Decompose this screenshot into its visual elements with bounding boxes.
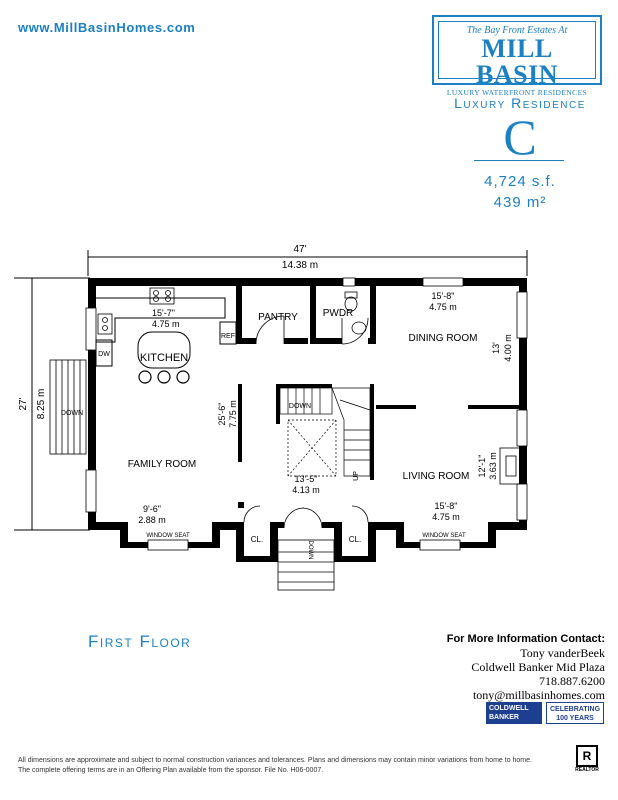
logo-tagline: LUXURY WATERFRONT RESIDENCES — [446, 88, 588, 97]
kitchen-label: KITCHEN — [140, 352, 188, 364]
closet-left-label: CL. — [251, 535, 263, 544]
closet-right-label: CL. — [349, 535, 361, 544]
overall-depth-dimension — [14, 277, 90, 531]
stair-icon — [279, 387, 371, 477]
logo-name: MILL BASIN — [476, 34, 558, 89]
realtor-logo: R REALTOR — [574, 745, 600, 775]
window-seat-right-label: WINDOW SEAT — [422, 533, 466, 539]
pantry-label: PANTRY — [258, 312, 298, 323]
contact-company: Coldwell Banker Mid Plaza — [471, 660, 605, 674]
interior-walls — [236, 286, 520, 480]
side-down-label: DOWN — [61, 410, 83, 417]
area-square-feet: 4,724 s.f. — [484, 173, 556, 190]
closet-door-icons — [243, 505, 369, 523]
contact-phone[interactable]: 718.887.6200 — [539, 674, 605, 688]
refrigerator-label: REF — [221, 333, 235, 340]
powder-door-icon — [341, 317, 369, 345]
residence-divider — [474, 160, 564, 161]
stove-icon — [149, 287, 175, 305]
contact-email[interactable]: tony@millbasinhomes.com — [472, 688, 605, 702]
family-dim-m: 2.88 m — [138, 515, 166, 525]
overall-depth-ft: 27' — [18, 397, 29, 410]
dining-depth-m: 4.00 m — [503, 334, 513, 362]
living-dim-ft: 15'-8" — [435, 501, 458, 511]
foyer-dim-m: 4.13 m — [292, 485, 320, 495]
logo-top-line: The Bay Front Estates At — [466, 25, 568, 36]
overall-depth-m: 8.25 m — [36, 389, 47, 420]
area-square-meters: 439 m² — [493, 194, 547, 211]
overall-width-dimension — [87, 250, 528, 276]
website-link[interactable]: www.MillBasinHomes.com — [18, 20, 196, 35]
dining-dim-ft: 15'-8" — [432, 291, 455, 301]
living-depth-ft: 12'-1" — [477, 455, 487, 478]
realtor-icon: R — [576, 745, 598, 767]
coldwell-banker-logo: COLDWELL BANKER — [486, 702, 542, 724]
dining-depth-ft: 13' — [491, 342, 501, 354]
family-room-label: FAMILY ROOM — [128, 459, 197, 470]
celebrating-100-years-logo: CELEBRATING 100 YEARS — [546, 702, 604, 724]
windows — [85, 277, 528, 551]
dining-label: DINING ROOM — [409, 333, 478, 344]
column-icon — [238, 502, 244, 508]
coldwell-line1: COLDWELL — [489, 705, 529, 712]
realtor-label: REALTOR — [575, 767, 599, 773]
sink-icon — [97, 313, 113, 335]
stair-down-label: DOWN — [289, 403, 311, 410]
family-depth-ft: 25'-6" — [217, 403, 227, 426]
living-depth-m: 3.63 m — [488, 452, 498, 480]
coldwell-line2: BANKER — [489, 714, 519, 721]
foyer-dim-ft: 13'-5" — [295, 474, 318, 484]
family-depth-m: 7.75 m — [228, 400, 238, 428]
floor-plan: 47' 14.38 m 27' 8.25 m — [14, 244, 528, 591]
living-dim-m: 4.75 m — [432, 512, 460, 522]
dishwasher-label: DW — [98, 351, 110, 358]
fireplace-icon — [499, 447, 521, 485]
stair-up-label: UP — [353, 471, 360, 481]
living-room-label: LIVING ROOM — [403, 471, 470, 482]
celebrating-line1: CELEBRATING — [550, 706, 601, 713]
entry-steps — [277, 539, 335, 591]
residence-letter: C — [503, 109, 537, 165]
contact-block: For More Information Contact: Tony vande… — [425, 632, 605, 702]
disclaimer-text: All dimensions are approximate and subje… — [18, 757, 532, 774]
celebrating-line2: 100 YEARS — [556, 715, 594, 722]
overall-width-m: 14.38 m — [282, 260, 318, 271]
side-deck-stairs — [49, 359, 87, 455]
kitchen-dim-ft: 15'-7" — [152, 308, 175, 318]
contact-heading: For More Information Contact: — [446, 633, 605, 645]
kitchen-dim-m: 4.75 m — [152, 319, 180, 329]
window-seat-left-label: WINDOW SEAT — [146, 533, 190, 539]
powder-label: PWDR — [323, 308, 354, 319]
bar-stools-icon — [138, 370, 190, 384]
contact-name: Tony vanderBeek — [520, 646, 605, 660]
front-door-icon — [283, 507, 323, 529]
mill-basin-logo: The Bay Front Estates At MILL BASIN LUXU… — [432, 15, 602, 97]
family-dim-ft: 9'-6" — [143, 504, 161, 514]
floor-title: First Floor — [88, 632, 192, 651]
entry-down-label: DOWN — [307, 541, 313, 560]
pantry-door-icon — [255, 315, 285, 345]
dining-dim-m: 4.75 m — [429, 302, 457, 312]
kitchen-counters — [95, 297, 237, 369]
residence-label: Luxury Residence — [454, 95, 586, 111]
overall-width-ft: 47' — [293, 244, 306, 255]
